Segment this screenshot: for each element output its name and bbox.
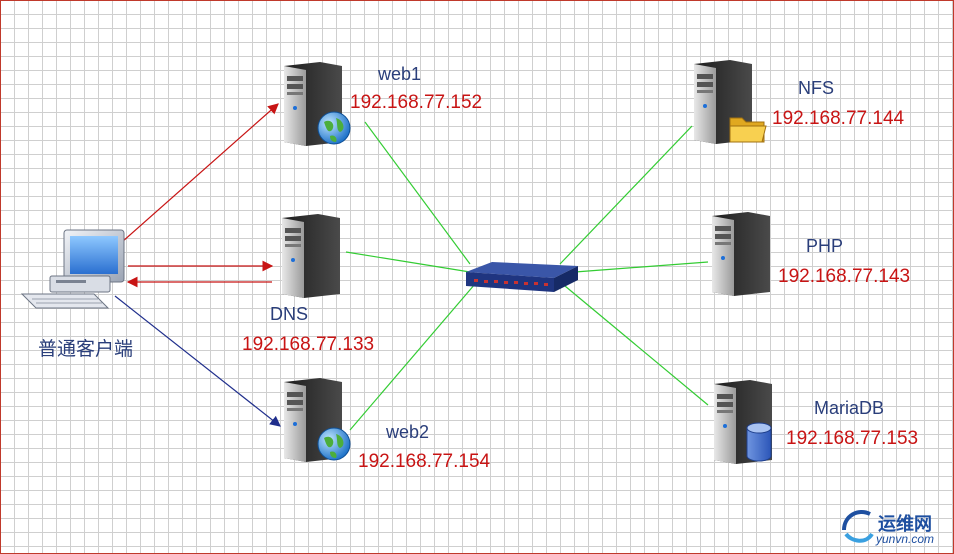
server-php-name: PHP <box>806 236 844 256</box>
server-web2-ip: 192.168.77.154 <box>358 451 491 472</box>
globe-icon <box>316 426 352 467</box>
watermark-en: yunvn.com <box>876 532 935 546</box>
server-mariadb-name: MariaDB <box>814 398 885 418</box>
network-switch <box>462 258 582 305</box>
server-tower-icon <box>712 212 770 296</box>
globe-icon <box>316 110 352 151</box>
client-computer <box>20 224 132 319</box>
watermark-cn: 运维网 <box>878 514 932 535</box>
server-mariadb-ip: 192.168.77.153 <box>786 428 919 449</box>
link-dns-switch <box>345 251 471 273</box>
link-web1-switch <box>364 121 471 265</box>
server-web1-name: web1 <box>378 64 422 84</box>
server-nfs-name: NFS <box>798 78 834 98</box>
link-switch-php <box>574 261 709 273</box>
server-dns <box>274 212 344 303</box>
link-switch-mariadb <box>564 285 709 406</box>
link-client-web1 <box>121 103 279 243</box>
server-php <box>704 210 774 301</box>
server-dns-name: DNS <box>270 304 309 324</box>
switch-icon <box>466 262 578 292</box>
watermark-logo-icon <box>842 510 874 543</box>
server-tower-icon <box>282 214 340 298</box>
folder-icon <box>728 110 768 151</box>
computer-icon <box>20 229 125 309</box>
server-web2-name: web2 <box>386 422 430 442</box>
server-php-ip: 192.168.77.143 <box>778 266 911 287</box>
link-web2-switch <box>349 283 476 431</box>
database-icon <box>744 422 774 467</box>
client-label: 普通客户端 <box>38 338 134 360</box>
server-dns-ip: 192.168.77.133 <box>242 334 375 355</box>
link-client-web2 <box>114 295 281 427</box>
link-switch-nfs <box>559 125 693 265</box>
server-nfs-ip: 192.168.77.144 <box>772 108 905 129</box>
watermark: 运维网 yunvn.com <box>838 504 948 550</box>
server-web1-ip: 192.168.77.152 <box>350 92 483 113</box>
